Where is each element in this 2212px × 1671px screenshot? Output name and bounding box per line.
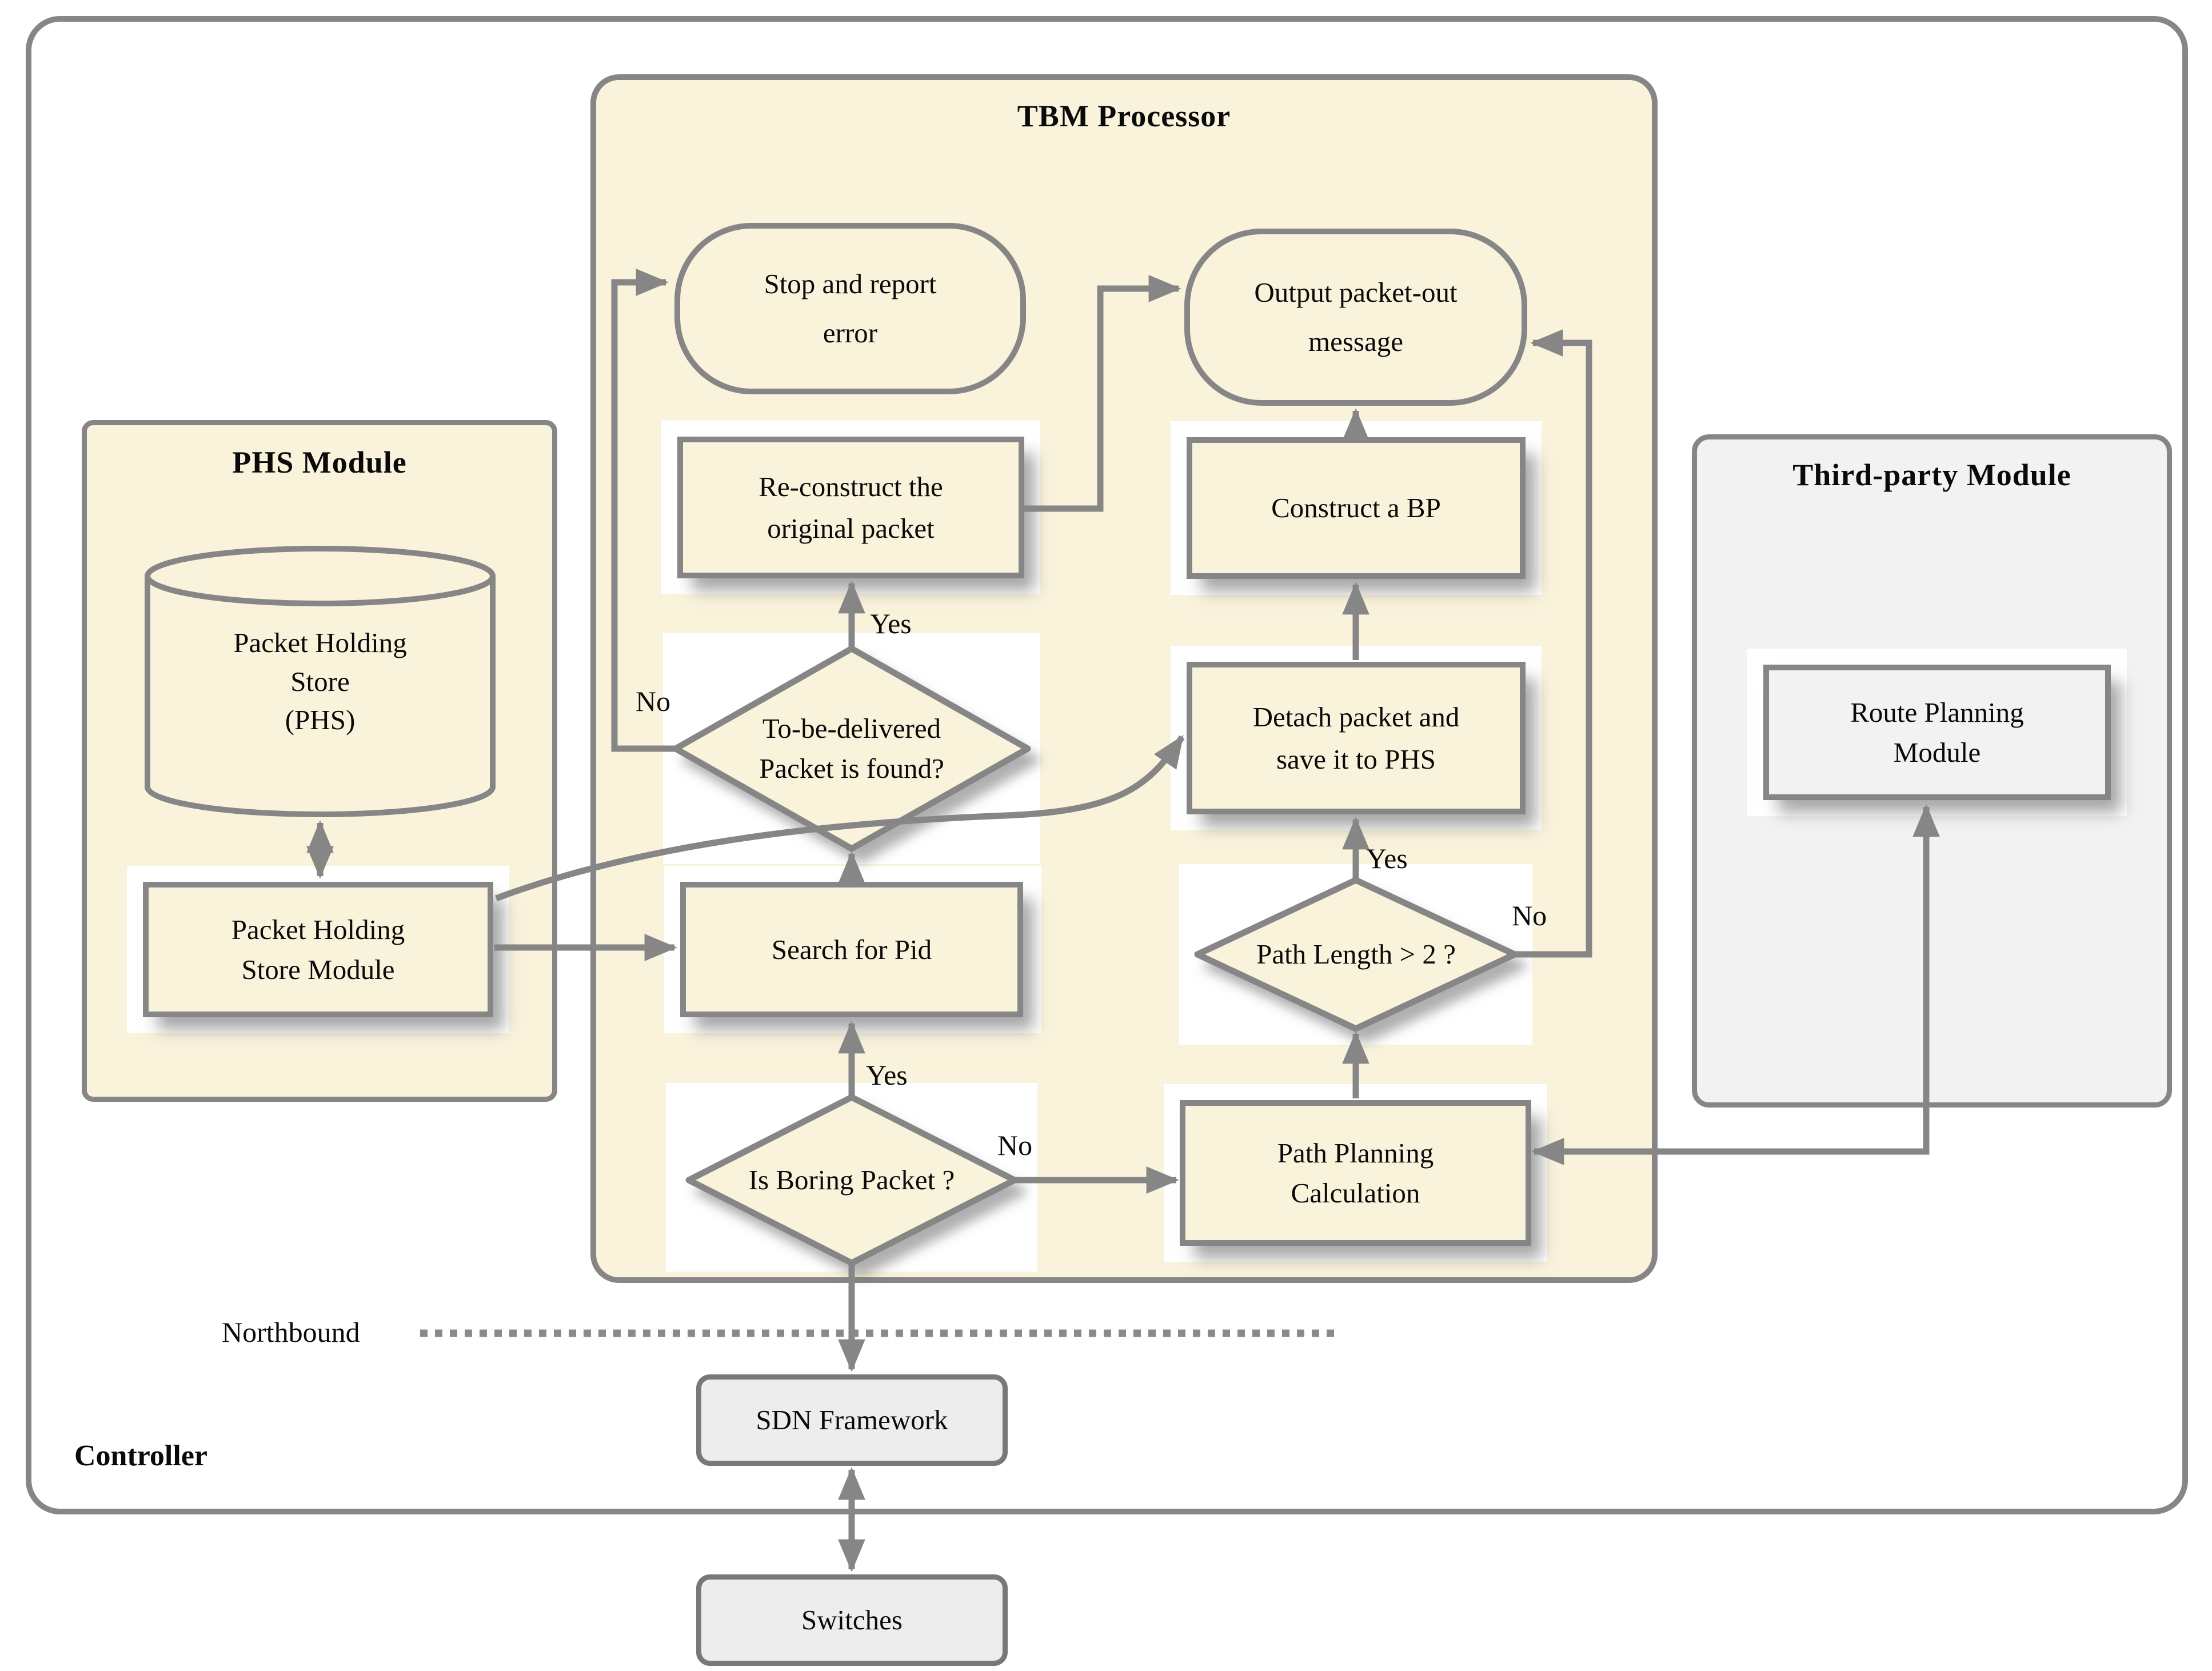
node-label: Is Boring Packet ? [748,1164,955,1196]
node-detach-packet-save-phs: Detach packet and save it to PHS [1187,662,1526,814]
node-switches: Switches [696,1574,1008,1666]
phs-store-text: Packet Holding Store (PHS) [171,620,469,743]
third-party-title: Third-party Module [1792,458,2071,492]
node-label: Detach packet and [1252,701,1460,733]
node-output-packet-out-message: Output packet-out message [1184,229,1527,406]
node-label: Calculation [1291,1177,1420,1209]
node-label: Module [1893,736,1981,768]
edge-label-is-boring-no: No [997,1129,1033,1161]
node-label: SDN Framework [756,1404,948,1436]
northbound-label: Northbound [222,1316,360,1348]
tbm-processor-title: TBM Processor [1017,99,1231,133]
node-label: Route Planning [1850,696,2024,728]
node-sdn-framework: SDN Framework [696,1374,1008,1466]
node-label: Store Module [241,953,395,985]
node-label: Stop and report [764,268,937,300]
node-label: Construct a BP [1271,492,1441,524]
node-label: Search for Pid [771,933,932,965]
node-label: Path Planning [1277,1137,1434,1169]
node-label: original packet [767,513,935,544]
node-label: To-be-delivered [762,713,941,745]
node-label: error [822,317,878,349]
node-reconstruct-original-packet: Re-construct the original packet [677,437,1024,578]
diamond-text-to-be-delivered: To-be-delivered Packet is found? [709,689,995,809]
node-label: Packet Holding [233,627,407,659]
diamond-text-path-length: Path Length > 2 ? [1212,932,1500,977]
edge-label-path-length-no: No [1512,900,1547,932]
node-label: Packet is found? [759,753,944,784]
node-label: message [1308,326,1403,357]
node-label: (PHS) [285,704,356,736]
node-label: Path Length > 2 ? [1256,938,1456,970]
node-search-for-pid: Search for Pid [680,882,1023,1017]
node-label: Store [290,665,350,697]
node-route-planning-module: Route Planning Module [1763,665,2111,800]
node-phs-store-module: Packet Holding Store Module [143,882,493,1017]
node-construct-a-bp: Construct a BP [1187,437,1526,579]
phs-module-title: PHS Module [232,445,407,479]
node-label: Re-construct the [758,470,943,502]
node-label: Switches [801,1604,903,1636]
node-label: Output packet-out [1254,277,1458,309]
node-path-planning-calculation: Path Planning Calculation [1180,1100,1531,1246]
edge-label-tbd-yes: Yes [870,607,912,639]
diamond-text-is-boring: Is Boring Packet ? [694,1157,1009,1203]
node-label: save it to PHS [1276,743,1436,775]
node-label: Packet Holding [231,913,405,945]
controller-label: Controller [74,1440,207,1472]
edge-label-path-length-yes: Yes [1366,842,1408,874]
node-stop-and-report-error: Stop and report error [674,223,1026,394]
edge-label-tbd-no: No [636,685,671,717]
edge-label-is-boring-yes: Yes [866,1059,908,1091]
